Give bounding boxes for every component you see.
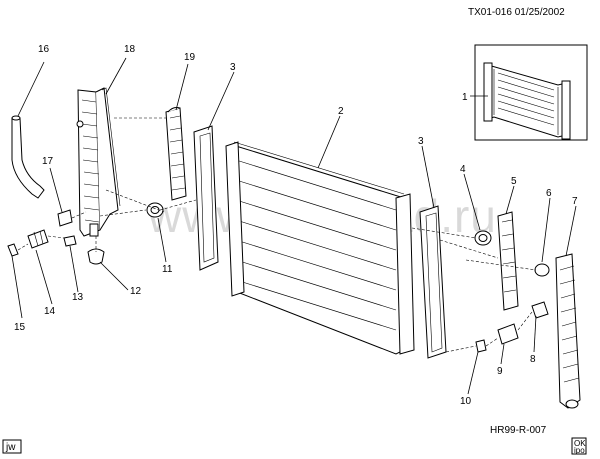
initials: jw (5, 442, 16, 453)
svg-text:ipo: ipo (574, 446, 585, 455)
figure-id: HR99-R-007 (490, 425, 547, 436)
tank-seal-right (497, 211, 519, 311)
callout-labels: 1 2 3 3 4 5 6 7 8 9 10 11 12 13 14 15 16… (14, 44, 578, 407)
drain-parts-left (7, 209, 105, 265)
side-baffle-left (193, 125, 219, 271)
callout-8: 8 (530, 354, 536, 365)
inset-assembly-thumbnail (474, 44, 588, 141)
callout-1: 1 (462, 92, 468, 103)
callout-13: 13 (72, 292, 84, 303)
callout-2: 2 (338, 106, 344, 117)
initials-box: jw (2, 439, 22, 454)
grommet-left (146, 202, 164, 218)
right-radiator-tank (475, 253, 581, 409)
callout-11: 11 (162, 264, 173, 275)
radiator-hose (11, 115, 45, 199)
callout-14: 14 (44, 306, 56, 317)
callout-12: 12 (130, 286, 142, 297)
callout-9: 9 (497, 366, 503, 377)
tank-seal-left (165, 107, 187, 201)
svg-text:OK: OK (574, 439, 586, 448)
grommet-right (474, 230, 492, 246)
alignment-lines (99, 117, 537, 353)
callout-4: 4 (460, 164, 466, 175)
eco-icon: OK ipo (571, 437, 587, 455)
callout-3-right: 3 (418, 136, 424, 147)
callout-15: 15 (14, 322, 26, 333)
callout-5: 5 (511, 176, 517, 187)
callout-6: 6 (546, 188, 552, 199)
callout-16: 16 (38, 44, 50, 55)
callout-3-left: 3 (230, 62, 236, 73)
radiator-core (225, 141, 415, 355)
callout-10: 10 (460, 396, 472, 407)
callout-17: 17 (42, 156, 54, 167)
diagram-code: TX01-016 01/25/2002 (468, 7, 565, 18)
callout-7: 7 (572, 196, 578, 207)
leader-lines (11, 57, 577, 395)
left-radiator-tank (76, 87, 121, 237)
callout-18: 18 (124, 44, 136, 55)
callout-19: 19 (184, 52, 196, 63)
